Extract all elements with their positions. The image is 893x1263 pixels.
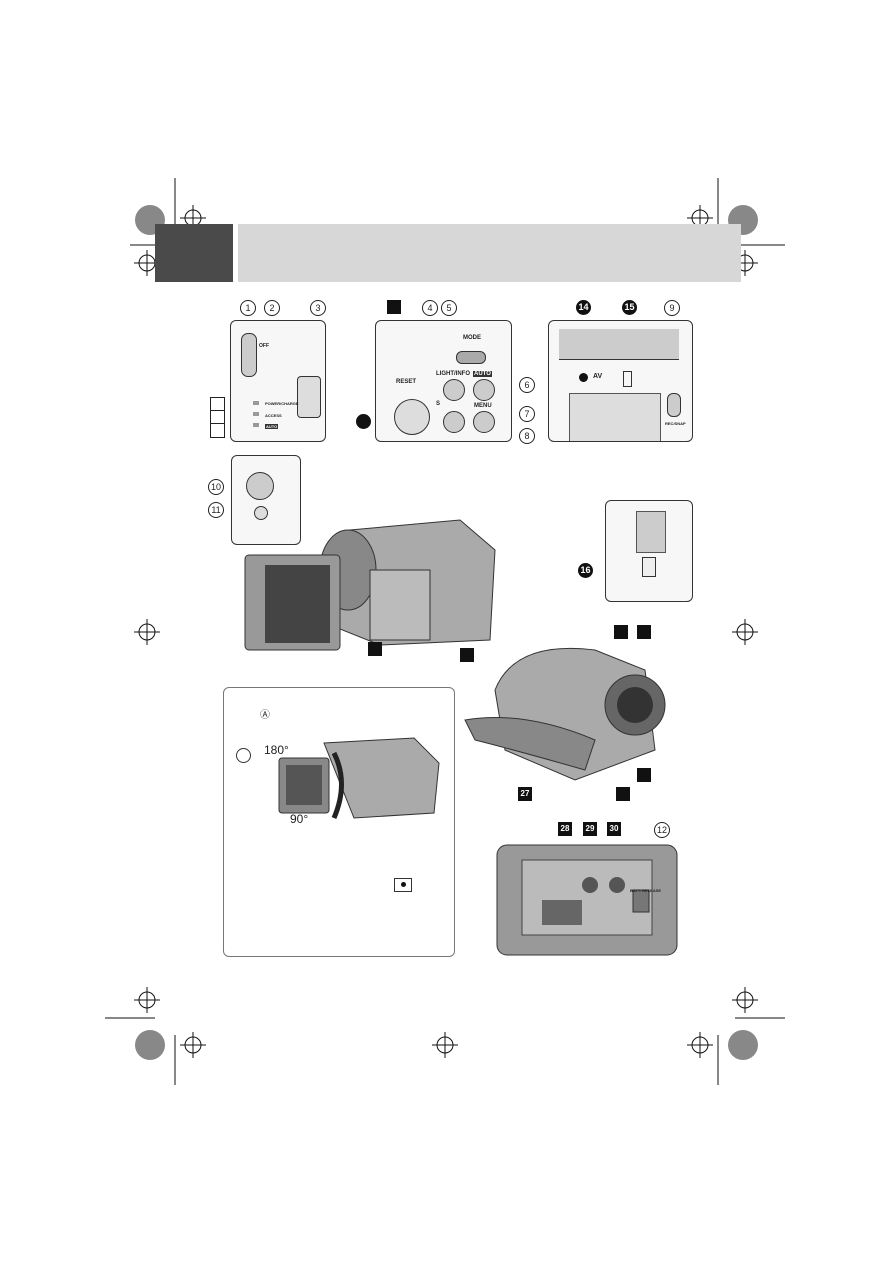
callout-27: 27 xyxy=(518,787,532,801)
callout-box-front-left xyxy=(368,642,382,656)
callout-9: 9 xyxy=(664,300,680,316)
mode-label: MODE xyxy=(463,335,481,341)
callout-30: 30 xyxy=(607,822,621,836)
callout-14: 14 xyxy=(576,300,591,315)
page-header-bar xyxy=(238,224,741,282)
callout-box-top-mid xyxy=(387,300,401,314)
camcorder-bottom-illustration xyxy=(496,844,678,956)
zoom-lever-illustration xyxy=(297,376,321,418)
callout-1: 1 xyxy=(240,300,256,316)
av-connector-panel: AV REC/SNAP xyxy=(548,320,693,442)
callout-box-lens-3 xyxy=(637,768,651,782)
callout-16: 16 xyxy=(578,563,593,578)
callout-8: 8 xyxy=(519,428,535,444)
power-switch-illustration xyxy=(241,333,257,377)
lcd-edge-illustration xyxy=(569,393,661,441)
record-icon xyxy=(394,878,412,892)
auto-button-label: AUTO xyxy=(473,371,492,377)
callout-box-lens-4 xyxy=(616,787,630,801)
menu-label: MENU xyxy=(474,403,492,409)
rec-snap-label: REC/SNAP xyxy=(665,421,686,426)
callout-2: 2 xyxy=(264,300,280,316)
power-charge-label: POWER/CHARGE xyxy=(265,401,299,406)
power-switch-panel: OFF POWER/CHARGE ACCESS AUTO xyxy=(230,320,326,442)
callout-dial-marker xyxy=(356,414,371,429)
menu-button xyxy=(473,411,495,433)
av-jack-illustration xyxy=(579,373,588,382)
snapshot-button-illustration xyxy=(667,393,681,417)
section-tab xyxy=(155,224,233,282)
index-button xyxy=(443,411,465,433)
lcd-rotation-illustration xyxy=(278,737,440,819)
dc-terminal-panel xyxy=(605,500,693,602)
callout-7: 7 xyxy=(519,406,535,422)
auto-button xyxy=(473,379,495,401)
usb-port-illustration xyxy=(623,371,632,387)
auto-label: AUTO xyxy=(265,424,279,429)
callout-box-lens-2 xyxy=(637,625,651,639)
access-label: ACCESS xyxy=(265,413,282,418)
batt-release-label: BATT. RELEASE xyxy=(630,888,662,893)
lcd-rotation-box: Ⓐ 180° 90° xyxy=(223,687,455,957)
av-label: AV xyxy=(593,373,603,380)
reset-label: RESET xyxy=(396,379,417,385)
angle-180-label: 180° xyxy=(264,743,289,757)
callout-box-front-mid xyxy=(460,648,474,662)
camcorder-front-illustration xyxy=(464,647,666,781)
camcorder-main-illustration xyxy=(244,519,496,651)
callout-4: 4 xyxy=(422,300,438,316)
side-button-illustration xyxy=(254,506,268,520)
dial-illustration xyxy=(246,472,274,500)
callout-box-lens-1 xyxy=(614,625,628,639)
cover-open-illustration xyxy=(636,511,666,553)
led-indicators xyxy=(253,401,259,429)
control-buttons-panel: MODE RESET S LIGHT/INFO AUTO MENU xyxy=(375,320,512,442)
callout-15: 15 xyxy=(622,300,637,315)
callout-29: 29 xyxy=(583,822,597,836)
callout-circle-a xyxy=(236,748,251,763)
callout-11: 11 xyxy=(208,502,224,518)
angle-90-label: 90° xyxy=(290,812,309,826)
dc-jack-illustration xyxy=(642,557,656,577)
callout-12: 12 xyxy=(654,822,670,838)
callout-6: 6 xyxy=(519,377,535,393)
callout-5: 5 xyxy=(441,300,457,316)
callout-box-led-3 xyxy=(210,423,225,438)
callout-28: 28 xyxy=(558,822,572,836)
cover-illustration xyxy=(559,329,679,360)
light-info-button xyxy=(443,379,465,401)
set-dial-illustration xyxy=(394,399,430,435)
off-label: OFF xyxy=(259,343,269,349)
side-dial-panel xyxy=(231,455,301,545)
callout-10: 10 xyxy=(208,479,224,495)
s-label: S xyxy=(436,401,441,407)
mode-switch-illustration xyxy=(456,351,486,364)
marker-a: Ⓐ xyxy=(260,710,270,721)
light-info-label: LIGHT/INFO xyxy=(436,371,470,377)
callout-3: 3 xyxy=(310,300,326,316)
